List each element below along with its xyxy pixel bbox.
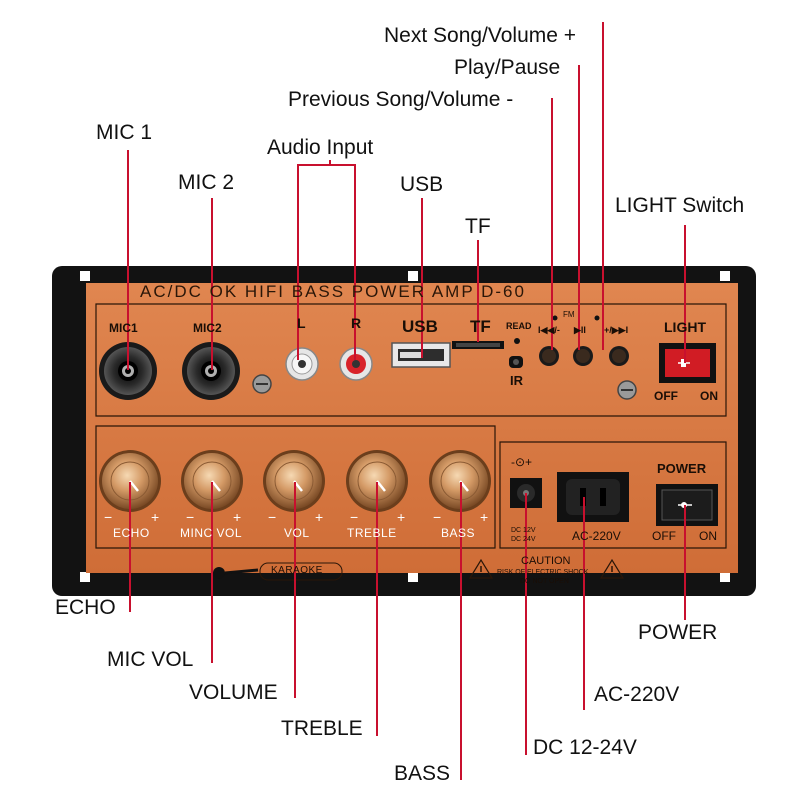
treble-minus: − bbox=[350, 509, 359, 525]
vol-panel-label: VOL bbox=[284, 526, 310, 540]
mount-hole bbox=[80, 572, 90, 582]
vol-knob[interactable] bbox=[263, 450, 325, 512]
rca-right-label: R bbox=[351, 315, 362, 331]
bass-plus: + bbox=[480, 509, 489, 525]
karaoke-label: KARAOKE bbox=[271, 565, 323, 576]
callout-prev-song: Previous Song/Volume - bbox=[288, 88, 514, 111]
callout-mic-vol: MIC VOL bbox=[107, 648, 194, 671]
mount-hole bbox=[408, 572, 418, 582]
callout-tf: TF bbox=[465, 215, 491, 238]
echo-panel-label: ECHO bbox=[113, 526, 150, 540]
callout-usb: USB bbox=[400, 173, 444, 196]
caution-line-2: DO NOT OPEN bbox=[520, 578, 569, 585]
screw-icon bbox=[617, 380, 637, 400]
next-volume-up-button[interactable] bbox=[609, 346, 629, 366]
panel-model-title: AC/DC OK HIFI BASS POWER AMP D-60 bbox=[140, 282, 526, 301]
play-pause-button[interactable] bbox=[573, 346, 593, 366]
mic1-jack[interactable] bbox=[99, 342, 157, 400]
callout-play-pause: Play/Pause bbox=[454, 56, 561, 79]
ir-receiver-icon bbox=[509, 356, 523, 368]
caution-line-1: RISK OF ELECTRIC SHOCK bbox=[497, 569, 589, 576]
mic1-label: MIC1 bbox=[109, 321, 138, 335]
dc-rating-24v: DC 24V bbox=[511, 536, 536, 543]
treble-panel-label: TREBLE bbox=[347, 526, 397, 540]
treble-plus: + bbox=[397, 509, 406, 525]
dc-polarity-label: -⊙+ bbox=[511, 455, 533, 469]
ac-power-socket[interactable] bbox=[557, 472, 629, 522]
callout-bass: BASS bbox=[394, 762, 451, 785]
callout-dc: DC 12-24V bbox=[533, 736, 637, 759]
usb-panel-label: USB bbox=[402, 317, 438, 336]
vol-minus: − bbox=[268, 509, 277, 525]
fm-indicator-icon bbox=[552, 315, 558, 321]
power-panel-label: POWER bbox=[657, 461, 707, 476]
mount-hole bbox=[408, 271, 418, 281]
rca-left-label: L bbox=[297, 315, 306, 331]
bass-knob[interactable] bbox=[429, 450, 491, 512]
fm-label: FM bbox=[563, 310, 575, 319]
play-button-label: ▶II bbox=[574, 325, 586, 335]
caution-triangle-icon bbox=[599, 558, 625, 579]
mic2-label: MIC2 bbox=[193, 321, 222, 335]
prev-button-label: I◀◀/- bbox=[538, 325, 560, 335]
light-panel-label: LIGHT bbox=[664, 319, 706, 335]
callout-ac: AC-220V bbox=[594, 683, 680, 706]
knob-section-outline bbox=[95, 425, 496, 549]
rca-right-jack[interactable] bbox=[339, 347, 373, 381]
rca-left-jack[interactable] bbox=[285, 347, 319, 381]
mic2-jack[interactable] bbox=[182, 342, 240, 400]
next-button-label: +/▶▶I bbox=[604, 325, 629, 335]
bass-minus: − bbox=[433, 509, 442, 525]
prev-volume-down-button[interactable] bbox=[539, 346, 559, 366]
tf-card-slot[interactable] bbox=[452, 341, 504, 349]
screw-icon bbox=[252, 374, 272, 394]
bass-panel-label: BASS bbox=[441, 526, 476, 540]
callout-mic2: MIC 2 bbox=[178, 171, 235, 194]
micvol-panel-label: MINC VOL bbox=[180, 526, 243, 540]
karaoke-badge bbox=[259, 562, 343, 581]
read-led-icon bbox=[514, 338, 520, 344]
light-switch[interactable] bbox=[659, 343, 716, 383]
vol-plus: + bbox=[315, 509, 324, 525]
fm-indicator-icon bbox=[594, 315, 600, 321]
echo-plus: + bbox=[151, 509, 160, 525]
power-on-label: ON bbox=[699, 529, 717, 543]
read-label: READ bbox=[506, 321, 532, 331]
upper-section-outline bbox=[95, 303, 727, 417]
mic-vol-knob[interactable] bbox=[181, 450, 243, 512]
micvol-plus: + bbox=[233, 509, 242, 525]
echo-knob[interactable] bbox=[99, 450, 161, 512]
caution-triangle-icon bbox=[468, 558, 494, 579]
callout-treble: TREBLE bbox=[281, 717, 363, 740]
ac-panel-label: AC-220V bbox=[572, 529, 621, 543]
power-switch[interactable] bbox=[656, 484, 718, 526]
echo-minus: − bbox=[104, 509, 113, 525]
dc-rating-12v: DC 12V bbox=[511, 527, 536, 534]
callout-light-switch: LIGHT Switch bbox=[615, 194, 745, 217]
mount-hole bbox=[80, 271, 90, 281]
tf-panel-label: TF bbox=[470, 317, 491, 336]
mount-hole bbox=[720, 271, 730, 281]
micvol-minus: − bbox=[186, 509, 195, 525]
ir-label: IR bbox=[510, 373, 523, 388]
callout-next-song: Next Song/Volume + bbox=[384, 24, 577, 47]
mount-hole bbox=[720, 572, 730, 582]
light-off-label: OFF bbox=[654, 389, 678, 403]
callout-volume: VOLUME bbox=[189, 681, 278, 704]
light-on-label: ON bbox=[700, 389, 718, 403]
front-panel bbox=[86, 283, 738, 573]
callout-power: POWER bbox=[638, 621, 718, 644]
callout-audio-input: Audio Input bbox=[267, 136, 374, 159]
power-off-label: OFF bbox=[652, 529, 676, 543]
treble-knob[interactable] bbox=[346, 450, 408, 512]
power-section-outline bbox=[499, 441, 727, 549]
callout-mic1: MIC 1 bbox=[96, 121, 153, 144]
callout-echo: ECHO bbox=[55, 596, 116, 619]
caution-label: CAUTION bbox=[521, 555, 571, 567]
microphone-icon bbox=[213, 567, 259, 579]
